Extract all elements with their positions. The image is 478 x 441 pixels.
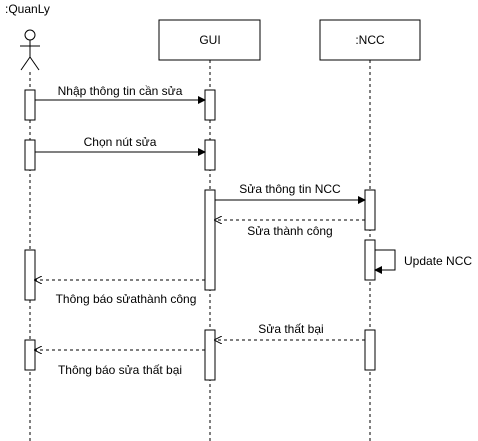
actor-quanly[interactable]: :QuanLy (5, 2, 50, 71)
activation-bar (204, 329, 216, 381)
activation-bar (364, 329, 376, 371)
message-thong-bao-that-bai: Thông báo sửa thất bại (35, 350, 205, 377)
actor-label: :QuanLy (5, 2, 50, 16)
activation-bar (204, 89, 216, 121)
message-chon-nut-sua: Chọn nút sửa (35, 135, 206, 156)
message-update-ncc: Update NCC (374, 249, 472, 274)
activation-bar (24, 339, 36, 371)
lifeline-label-ncc: :NCC (355, 33, 385, 47)
message-label: Update NCC (404, 254, 472, 268)
activation-bar (364, 239, 376, 281)
activation-bar (204, 189, 216, 291)
lifeline-label-gui: GUI (199, 33, 220, 47)
lifeline-head-gui[interactable]: GUI (158, 19, 261, 61)
stick-figure-icon (20, 29, 40, 71)
activation-bar (364, 189, 376, 231)
message-nhap-thong-tin: Nhập thông tin cần sửa (35, 84, 206, 104)
message-label: Sửa thất bại (258, 322, 323, 336)
activation-bar (24, 249, 36, 301)
message-label: Sửa thông tin NCC (239, 182, 341, 196)
message-thong-bao-thanh-cong: Thông báo sửathành công (35, 280, 205, 306)
activation-bar (204, 139, 216, 171)
message-label: Sửa thành công (247, 224, 332, 238)
message-label: Thông báo sửathành công (56, 292, 197, 306)
activation-bar (24, 139, 36, 171)
message-sua-thong-tin-ncc: Sửa thông tin NCC (215, 182, 366, 204)
lifeline-head-ncc[interactable]: :NCC (319, 19, 421, 61)
message-label: Thông báo sửa thất bại (58, 363, 182, 377)
message-sua-thanh-cong: Sửa thành công (215, 220, 365, 238)
message-label: Chọn nút sửa (84, 135, 157, 149)
message-label: Nhập thông tin cần sửa (58, 84, 183, 98)
message-sua-that-bai: Sửa thất bại (215, 322, 365, 340)
activation-bar (24, 89, 36, 121)
